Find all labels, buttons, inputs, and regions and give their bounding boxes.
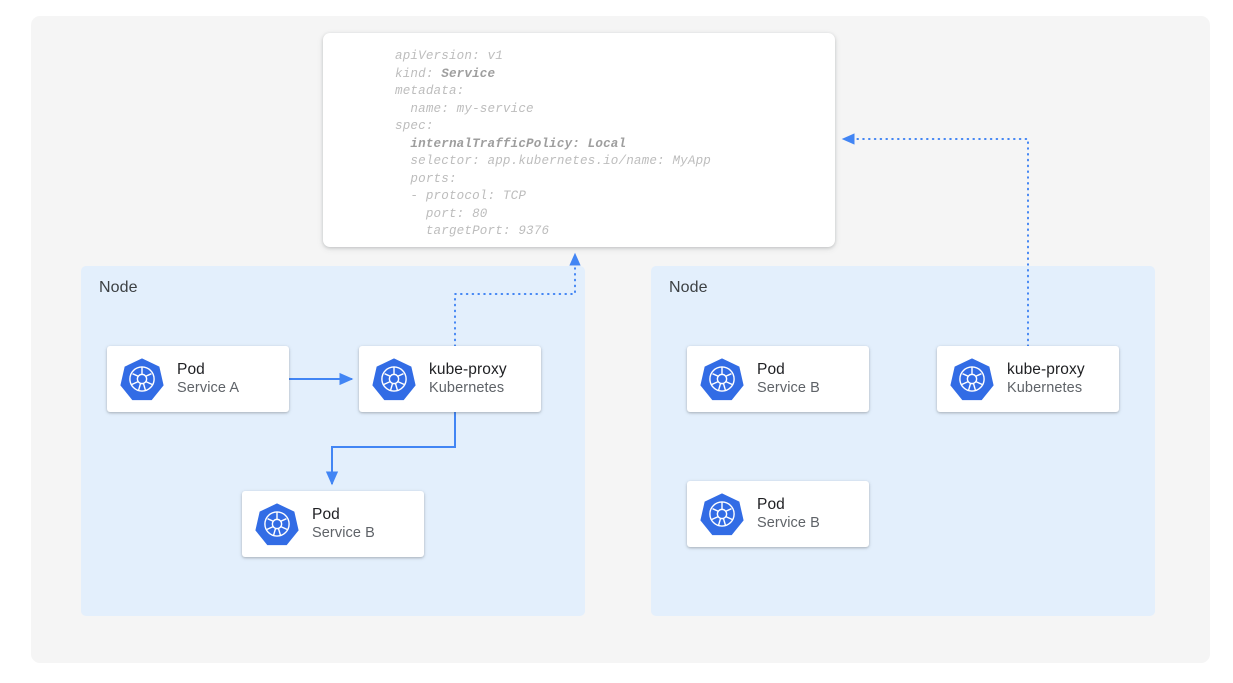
entity-card-pod-service-a[interactable]: Pod Service A — [107, 346, 289, 412]
node-label: Node — [99, 279, 138, 296]
entity-subtitle: Service B — [757, 380, 820, 396]
yaml-line-9: port: 80 — [395, 206, 488, 221]
kubernetes-logo-icon — [700, 358, 744, 401]
entity-text: Pod Service B — [757, 495, 820, 533]
entity-subtitle: Service B — [312, 525, 375, 541]
yaml-line-7: ports: — [395, 171, 457, 186]
entity-title: Pod — [757, 496, 785, 513]
entity-text: kube-proxy Kubernetes — [1007, 360, 1085, 398]
kubernetes-logo-icon — [950, 358, 994, 401]
service-manifest-card: apiVersion: v1 kind: Service metadata: nam… — [323, 33, 835, 247]
yaml-line-8: - protocol: TCP — [395, 189, 527, 204]
kubernetes-logo-icon — [120, 358, 164, 401]
entity-text: Pod Service A — [177, 360, 239, 398]
kubernetes-logo-icon — [255, 503, 299, 546]
entity-title: Pod — [312, 506, 340, 523]
yaml-line-5: internalTrafficPolicy: Local — [395, 136, 627, 151]
entity-subtitle: Service A — [177, 380, 240, 396]
yaml-line-10: targetPort: 9376 — [395, 224, 550, 239]
kubernetes-logo-icon — [700, 493, 744, 536]
entity-title: Pod — [177, 361, 205, 378]
entity-subtitle: Kubernetes — [1007, 380, 1083, 396]
node-panel-right: Node — [651, 266, 1155, 616]
node-panel-left: Node — [81, 266, 585, 616]
yaml-line-1: kind: Service — [395, 66, 496, 81]
entity-text: Pod Service B — [312, 505, 375, 543]
yaml-line-0: apiVersion: v1 — [395, 49, 503, 63]
yaml-line-3: name: my-service — [395, 101, 534, 116]
entity-text: Pod Service B — [757, 360, 820, 398]
entity-subtitle: Service B — [757, 515, 820, 531]
service-manifest-yaml: apiVersion: v1 kind: Service metadata: nam… — [395, 48, 711, 241]
entity-title: kube-proxy — [1007, 361, 1085, 378]
entity-card-kube-proxy-left[interactable]: kube-proxy Kubernetes — [359, 346, 541, 412]
entity-card-pod-service-b-right-2[interactable]: Pod Service B — [687, 481, 869, 547]
yaml-line-4: spec: — [395, 119, 434, 134]
entity-title: kube-proxy — [429, 361, 507, 378]
node-label: Node — [669, 279, 708, 296]
entity-title: Pod — [757, 361, 785, 378]
kubernetes-logo-icon — [372, 358, 416, 401]
yaml-line-6: selector: app.kubernetes.io/name: MyApp — [395, 154, 712, 169]
entity-card-kube-proxy-right[interactable]: kube-proxy Kubernetes — [937, 346, 1119, 412]
yaml-line-2: metadata: — [395, 84, 465, 99]
entity-card-pod-service-b-right-1[interactable]: Pod Service B — [687, 346, 869, 412]
entity-card-pod-service-b-left[interactable]: Pod Service B — [242, 491, 424, 557]
entity-text: kube-proxy Kubernetes — [429, 360, 507, 398]
entity-subtitle: Kubernetes — [429, 380, 505, 396]
